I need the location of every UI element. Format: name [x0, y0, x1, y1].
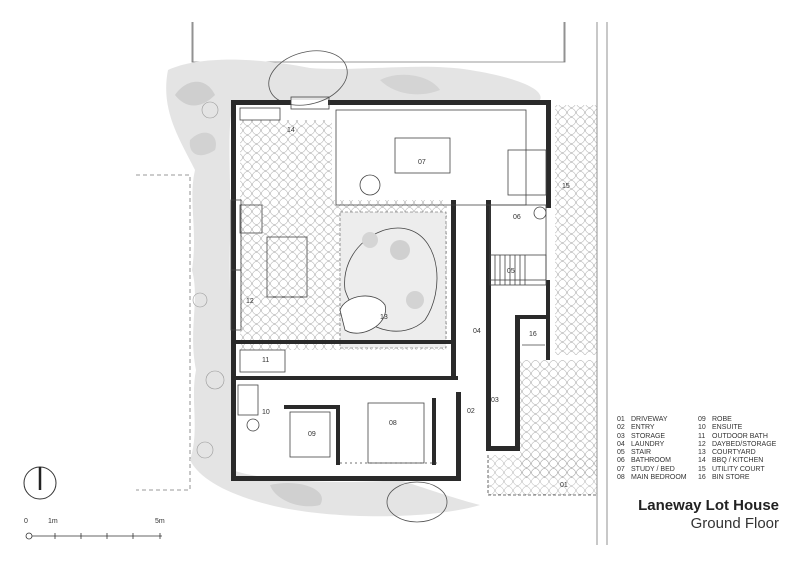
room-label-03: 03: [491, 397, 499, 404]
scale-label-0: 0: [24, 518, 28, 525]
drawing-title: Laneway Lot House Ground Floor: [585, 497, 779, 533]
courtyard-garden: [339, 211, 447, 349]
walls: [231, 100, 551, 481]
room-label-08: 08: [389, 420, 397, 427]
scale-label-1m: 1m: [48, 518, 58, 525]
landscape-vegetation: [166, 50, 541, 523]
room-label-16: 16: [529, 331, 537, 338]
scale-label-5m: 5m: [155, 518, 165, 525]
room-labels: 14 07 15 06 05 12 13 04 16 11 03 10 09 0…: [246, 127, 570, 489]
room-label-13: 13: [380, 314, 388, 321]
room-label-10: 10: [262, 409, 270, 416]
fixtures: [230, 96, 597, 496]
room-label-02: 02: [467, 408, 475, 415]
room-label-11: 11: [262, 357, 269, 364]
project-title: Laneway Lot House: [638, 497, 779, 514]
room-label-06: 06: [513, 214, 521, 221]
room-label-12: 12: [246, 298, 254, 305]
room-label-14: 14: [287, 127, 295, 134]
room-label-07: 07: [418, 159, 426, 166]
scale-bar: [25, 532, 162, 540]
room-label-09: 09: [308, 431, 316, 438]
room-label-15: 15: [562, 183, 570, 190]
north-point-icon: [23, 466, 57, 500]
room-label-04: 04: [473, 328, 481, 335]
room-label-01: 01: [560, 482, 568, 489]
drawing-subtitle: Ground Floor: [690, 515, 779, 532]
room-label-05: 05: [507, 268, 515, 275]
